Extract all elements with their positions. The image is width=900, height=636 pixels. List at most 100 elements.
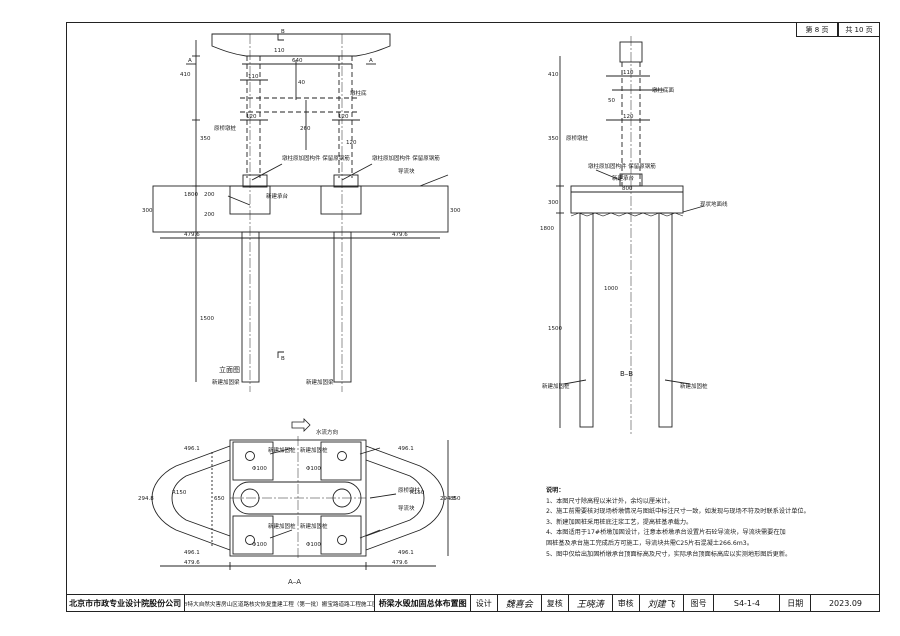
plan-dim-2: 496.1 [398,446,414,452]
notes-item: 4、本图适用于17#桥墩加固设计，注意本桥墩承台设置片石砼导流块，导流块需要在加 [546,529,786,537]
dim-1800: 1800 [184,192,198,198]
plan-r150-left: R150 [172,490,187,496]
drawing-number-label: 图号 [684,595,715,612]
plan-dim-6: 294.8 [440,496,456,502]
bb-dim-120: 120 [623,114,634,120]
design-notes: 说明： 1、本图尺寸除高程以米计外，余均以厘米计。 2、施工前需要核对现场桥墩情… [546,486,866,560]
page-number: 第 8 页 [796,22,838,37]
plan-phi-1: Φ100 [252,466,267,472]
bb-dim-50: 50 [608,98,615,104]
check-signature: 王晓涛 [569,595,613,612]
dim-top-width: 640 [292,58,303,64]
notes-item: 固桩基及承台施工完成后方可施工，导流块共需C25片石混凝土266.6m3。 [546,539,753,547]
notes-item: 3、新建加固桩采用桩底注浆工艺，提高桩基承载力。 [546,518,693,526]
dim-top-depth: 410 [180,72,191,78]
bb-dim-410: 410 [548,72,559,78]
dim-1500: 1500 [200,316,214,322]
front-view-caption: 立面图 [219,365,240,374]
drawing-number: S4-1-4 [714,595,781,612]
label-new-cap: 新建承台 [266,192,289,200]
plan-label-pier: 导流块 [398,504,415,512]
title-block: 北京市市政专业设计院股份公司 北京市特大自然灾害房山区道路核灾恢复重建工程（第一… [66,594,880,612]
dim-col-width: 110 [248,74,259,80]
section-b-b [556,36,705,436]
flow-label: 水流方向 [316,428,338,436]
bb-dim-350: 350 [548,136,559,142]
plan-label-pile-3: 新建加固桩 [268,522,296,530]
plan-dim-9: 650 [214,496,225,502]
dim-260: 260 [300,126,311,132]
plan-phi-3: Φ100 [252,542,267,548]
label-guide: 导流块 [398,167,415,175]
company-name: 北京市市政专业设计院股份公司 [66,595,186,612]
dim-200b: 200 [204,212,215,218]
section-mark-b-top: B [281,29,285,35]
check-label: 复核 [542,595,569,612]
plan-aa-caption: A–A [288,578,301,586]
bb-dim-800: 800 [622,186,633,192]
page-total: 共 10 页 [838,22,880,37]
front-elevation [152,33,449,392]
bb-label-ground: 现状地面线 [700,200,728,208]
label-newcap-right: 新建加固梁 [306,378,334,386]
bb-dim-110: 110 [623,70,634,76]
label-pier: 原桥墩桩 [214,124,237,132]
plan-label-pile-1: 新建加固桩 [268,446,296,454]
date-label: 日期 [780,595,811,612]
dim-120c: 120 [346,140,357,146]
plan-label-side: 原桥墩柱 [398,486,421,494]
bb-label-conn: 墩柱原加固构件 保留原钢筋 [588,162,656,170]
plan-dim-4: 496.1 [398,550,414,556]
section-mark-a-right: A [369,58,373,64]
plan-dim-1: 496.1 [184,446,200,452]
drawing-frame [66,22,880,612]
dim-40: 40 [298,80,305,86]
bb-label-bottom: 墩柱底面 [652,86,675,94]
plan-a-a [151,436,449,570]
dim-120a: 120 [246,114,257,120]
label-newcap-left: 新建加固梁 [212,378,240,386]
bb-label-cap: 新建承台 [612,174,635,182]
bb-label-pile-left: 新建加固桩 [542,382,570,390]
section-bb-caption: B–B [620,370,633,378]
label-conn-1: 墩柱原加固构件 保留原钢筋 [282,154,350,162]
project-name: 北京市特大自然灾害房山区道路核灾恢复重建工程（第一批）搬宝路道路工程施工图设计 [185,595,376,612]
bb-dim-300: 300 [548,200,559,206]
bb-label-pier: 原桥墩桩 [566,134,589,142]
review-signature: 刘建飞 [640,595,684,612]
plan-dim-3: 496.1 [184,550,200,556]
dim-350: 350 [200,136,211,142]
date-value: 2023.09 [828,599,863,608]
bb-dim-1800: 1800 [540,226,554,232]
plan-r150-right: R150 [410,490,425,496]
plan-label-pile-2: 新建加固桩 [300,446,328,454]
section-mark-b-bottom: B [281,356,285,362]
plan-label-pile-4: 新建加固桩 [300,522,328,530]
section-mark-a-left: A [188,58,192,64]
dim-110b: 110 [274,48,285,54]
plan-dim-5: 294.8 [138,496,154,502]
plan-dim-8: 479.6 [392,560,408,566]
dim-side-left: 479.6 [184,232,200,238]
bb-dim-1000: 1000 [604,286,618,292]
label-conn-2: 墩柱原加固构件 保留原钢筋 [372,154,440,162]
notes-item: 5、图中仅给出加固桥墩承台顶面标高及尺寸，实际承台顶面标高应以实测地形图后更新。 [546,550,792,558]
dim-300-right: 300 [450,208,461,214]
notes-item: 2、施工前需要核对现场桥墩情况与图纸中标注尺寸一致，如发现与现场不符及时联系设计… [546,508,810,516]
notes-item: 1、本图尺寸除高程以米计外，余均以厘米计。 [546,497,674,505]
plan-dim-7: 479.6 [184,560,200,566]
dim-side-right: 479.6 [392,232,408,238]
flow-arrow [291,418,311,432]
bb-label-pile-right: 新建加固桩 [680,382,708,390]
review-label: 审核 [613,595,640,612]
design-label: 设计 [471,595,498,612]
plan-phi-2: Φ100 [306,466,321,472]
dim-300-left: 300 [142,208,153,214]
design-signature: 魏喜会 [498,595,542,612]
dim-120b: 120 [338,114,349,120]
label-bearing: 墩柱底 [350,89,367,97]
plan-phi-4: Φ100 [306,542,321,548]
drawing-title: 桥梁水毁加固总体布置图 [375,595,471,612]
plan-dim-10: 850 [450,496,461,502]
